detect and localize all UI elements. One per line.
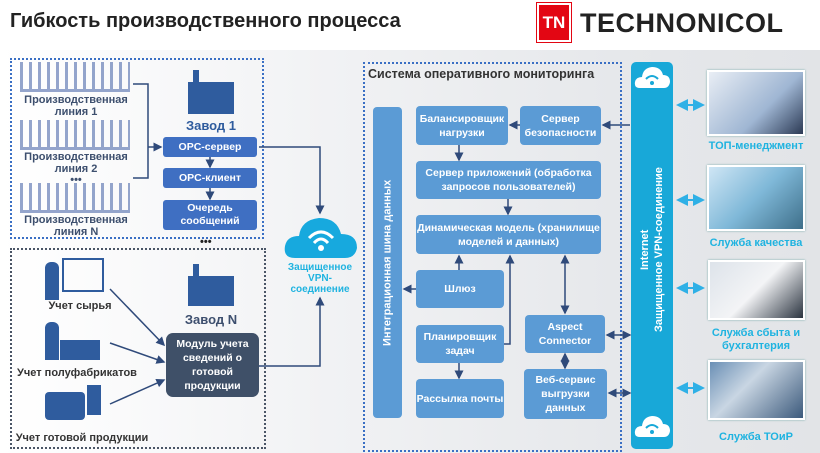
plants-ellipsis: •••: [200, 236, 212, 248]
service-sales-accounting: Служба сбыта и бухгалтерия: [711, 327, 801, 352]
production-line-n-label: Производственная линия N: [24, 214, 128, 238]
production-line-2-label: Производственная линия 2: [24, 151, 128, 175]
finished-goods-label: Учет готовой продукции: [15, 432, 149, 444]
monitoring-title: Система оперативного мониторинга: [368, 67, 595, 81]
opc-client-box: OPC-клиент: [163, 168, 257, 188]
logo-mark: TN: [536, 2, 572, 43]
quality-lab-photo: [707, 165, 805, 231]
service-maintenance: Служба ТОиР: [719, 431, 793, 443]
factory-chimney-icon: [193, 70, 199, 84]
forklift-icon: [45, 392, 85, 420]
production-line-image: [20, 62, 130, 92]
finished-goods-module-box: Модуль учета сведений о готовой продукци…: [166, 333, 259, 397]
cloud-wifi-icon: [634, 416, 670, 437]
boxes-icon: [87, 385, 101, 415]
internet-bar: [631, 62, 673, 449]
web-service-box: Веб-сервис выгрузки данных: [524, 369, 607, 419]
mail-box: Рассылка почты: [416, 379, 504, 418]
service-top-management: ТОП-менеджмент: [708, 140, 804, 152]
monitoring-group: [363, 62, 622, 452]
factory-chimney-icon: [193, 264, 199, 278]
service-quality: Служба качества: [709, 237, 803, 249]
message-queue-box: Очередь сообщений: [163, 200, 257, 230]
page-title: Гибкость производственного процесса: [10, 10, 401, 32]
app-server-box: Сервер приложений (обработка запросов по…: [416, 161, 601, 199]
worker-icon: [45, 322, 59, 360]
raw-materials-label: Учет сырья: [48, 300, 112, 312]
plantN-name: Завод N: [184, 312, 238, 327]
top-management-photo: [707, 70, 805, 136]
scheduler-box: Планировщик задач: [416, 325, 504, 363]
plant1-group: [10, 58, 264, 239]
production-line-image: [20, 120, 130, 150]
dynamic-model-box: Динамическая модель (хранилище моделей и…: [416, 215, 601, 254]
shelf-icon: [62, 258, 104, 292]
logo-text: TECHNONICOL: [580, 8, 784, 38]
plant1-name: Завод 1: [185, 118, 237, 133]
aspect-connector-box: Aspect Connector: [525, 315, 605, 353]
production-line-image: [20, 183, 130, 213]
load-balancer-box: Балансировщик нагрузки: [416, 106, 508, 145]
factory-icon: [188, 82, 234, 114]
production-line-1-label: Производственная линия 1: [24, 94, 128, 118]
semi-finished-label: Учет полуфабрикатов: [17, 367, 137, 379]
worker-icon: [45, 262, 59, 300]
maintenance-photo: [708, 360, 805, 420]
security-server-box: Сервер безопасности: [520, 106, 601, 145]
ellipsis: •••: [70, 174, 82, 186]
machine-icon: [60, 340, 100, 360]
sales-accounting-photo: [708, 260, 805, 320]
factory-icon: [188, 276, 234, 306]
cloud-wifi-icon: [634, 67, 670, 88]
opc-server-box: OPC-сервер: [163, 137, 257, 157]
gateway-box: Шлюз: [416, 270, 504, 308]
cloud-wifi-icon: [284, 218, 357, 258]
plantN-group: [10, 248, 266, 449]
vpn-cloud-label: Защищенное VPN-соединение: [287, 262, 353, 295]
